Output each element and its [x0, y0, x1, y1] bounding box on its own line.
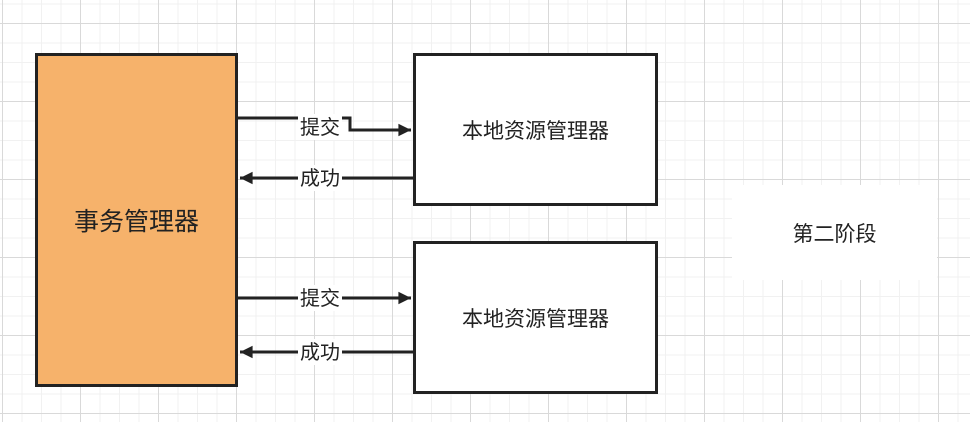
resource-manager-node-1: 本地资源管理器 [413, 53, 658, 206]
edge-label-success-1: 成功 [298, 165, 342, 191]
edge-submit-1-line [238, 116, 411, 137]
edge-label-submit-2: 提交 [298, 285, 342, 311]
transaction-manager-label: 事务管理器 [73, 207, 199, 236]
resource-manager-label-1: 本地资源管理器 [462, 118, 609, 143]
edge-label-submit-1: 提交 [298, 114, 342, 140]
phase-label: 第二阶段 [792, 221, 877, 246]
transaction-manager-node: 事务管理器 [35, 53, 238, 387]
resource-manager-node-2: 本地资源管理器 [413, 241, 658, 394]
phase-label-box: 第二阶段 [732, 185, 937, 280]
resource-manager-label-2: 本地资源管理器 [462, 306, 609, 331]
edge-label-success-2: 成功 [298, 339, 342, 365]
